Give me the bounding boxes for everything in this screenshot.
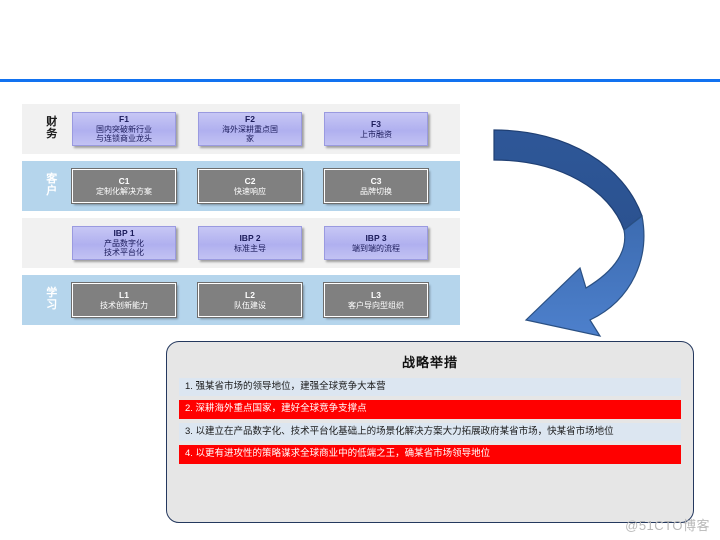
- objective-card-desc: 品牌切换: [360, 186, 392, 196]
- matrix-row-label: 财 务: [46, 116, 58, 140]
- objective-card-desc: 客户导向型组织: [348, 300, 404, 310]
- objective-card-desc: 上市融资: [360, 129, 392, 139]
- objective-card-desc: 标准主导: [234, 243, 266, 253]
- objective-card-code: F2: [245, 114, 255, 125]
- objective-card-code: IBP 2: [239, 233, 261, 244]
- strategy-item[interactable]: 1. 强某省市场的领导地位，建强全球竞争大本营: [179, 378, 681, 397]
- strategy-item-list: 1. 强某省市场的领导地位，建强全球竞争大本营 2. 深耕海外重点国家，建好全球竞…: [179, 378, 681, 464]
- objective-card-code: C3: [370, 176, 382, 187]
- header-divider: [0, 79, 720, 82]
- watermark: @51CTO博客: [625, 518, 710, 533]
- strategy-item[interactable]: 3. 以建立在产品数字化、技术平台化基础上的场景化解决方案大力拓展政府某省市场，…: [179, 422, 681, 442]
- clockwise-cycle-arrow: [482, 108, 682, 338]
- arrow-upper-band: [493, 129, 643, 231]
- matrix-row-label: 学 习: [46, 287, 58, 311]
- objective-card-code: C1: [118, 176, 130, 187]
- slide-header: [0, 0, 720, 82]
- objective-card-desc: 快速响应: [234, 186, 266, 196]
- objective-card-code: C2: [244, 176, 256, 187]
- objective-card-desc: 国内突破新行业 与连锁商业龙头: [96, 124, 152, 144]
- objective-card-desc: 产品数字化 技术平台化: [104, 238, 144, 258]
- strategy-item[interactable]: 4. 以更有进攻性的策略谋求全球商业中的低端之王，确某省市场领导地位: [179, 445, 681, 464]
- strategy-initiatives-panel: 战略举措 1. 强某省市场的领导地位，建强全球竞争大本营 2. 深耕海外重点国家，…: [166, 341, 694, 523]
- objective-card-desc: 定制化解决方案: [96, 186, 152, 196]
- objective-card-code: F3: [371, 119, 381, 130]
- objective-card-code: F1: [119, 114, 129, 125]
- arrow-lower-band-with-head: [524, 214, 645, 337]
- objective-card-code: L2: [245, 290, 255, 301]
- objective-card-code: IBP 3: [365, 233, 387, 244]
- strategy-panel-title: 战略举措: [401, 355, 458, 370]
- objective-card-desc: 海外深耕重点国 家: [222, 124, 278, 144]
- objective-card-code: IBP 1: [113, 228, 135, 239]
- strategy-item[interactable]: 2. 深耕海外重点国家，建好全球竞争支撑点: [179, 400, 681, 419]
- objective-card-desc: 端到端的流程: [352, 243, 400, 253]
- objective-card-code: L1: [119, 290, 129, 301]
- objective-card-code: L3: [371, 290, 381, 301]
- objective-card-desc: 队伍建设: [234, 300, 266, 310]
- matrix-row-label: 客 户: [46, 173, 58, 197]
- objective-card-desc: 技术创新能力: [100, 300, 148, 310]
